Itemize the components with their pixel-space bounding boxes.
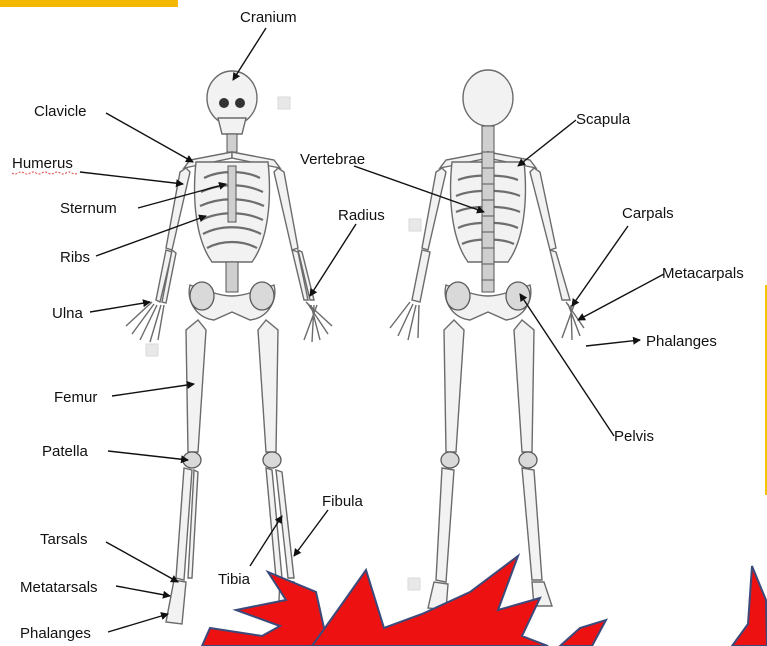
arrow-phalanges-foot <box>108 614 168 632</box>
arrow-carpals <box>572 226 628 306</box>
arrow-metacarpals <box>578 274 664 320</box>
watermark-mark <box>408 578 420 590</box>
burst-shape-far-right <box>732 566 767 646</box>
label-phalanges-foot: Phalanges <box>20 625 91 642</box>
label-scapula: Scapula <box>576 111 631 128</box>
label-tibia: Tibia <box>218 571 251 588</box>
label-vertebrae: Vertebrae <box>300 151 365 168</box>
label-ribs: Ribs <box>60 249 90 266</box>
label-phalanges-hand: Phalanges <box>646 333 717 350</box>
arrow-ribs <box>96 216 206 256</box>
arrow-femur <box>112 384 194 396</box>
bone-labels: Cranium Clavicle Humerus Sternum Ribs Ul… <box>12 9 744 642</box>
label-patella: Patella <box>42 443 89 460</box>
label-ulna: Ulna <box>52 305 84 322</box>
arrow-cranium <box>233 28 266 80</box>
label-clavicle: Clavicle <box>34 103 87 120</box>
watermark-mark <box>146 344 158 356</box>
arrow-tarsals <box>106 542 178 582</box>
label-femur: Femur <box>54 389 97 406</box>
burst-shape-right-small <box>560 620 606 646</box>
label-metatarsals: Metatarsals <box>20 579 98 596</box>
arrow-clavicle <box>106 113 193 162</box>
watermark-mark <box>409 219 421 231</box>
label-tarsals: Tarsals <box>40 531 88 548</box>
label-humerus: Humerus <box>12 155 73 172</box>
label-fibula: Fibula <box>322 493 364 510</box>
arrow-humerus <box>80 172 183 184</box>
arrow-fibula <box>294 510 328 556</box>
arrow-phalanges-hand <box>586 340 640 346</box>
spellcheck-underline <box>12 172 78 174</box>
label-metacarpals: Metacarpals <box>662 265 744 282</box>
arrow-scapula <box>518 120 576 166</box>
label-radius: Radius <box>338 207 385 224</box>
accent-bar <box>0 0 178 7</box>
arrow-ulna <box>90 302 150 312</box>
label-pelvis: Pelvis <box>614 428 654 445</box>
arrow-radius <box>310 224 356 296</box>
arrow-metatarsals <box>116 586 170 596</box>
watermark-mark <box>278 97 290 109</box>
label-sternum: Sternum <box>60 200 117 217</box>
back-skeleton <box>390 70 584 610</box>
label-carpals: Carpals <box>622 205 674 222</box>
label-cranium: Cranium <box>240 9 297 26</box>
arrow-patella <box>108 451 188 460</box>
